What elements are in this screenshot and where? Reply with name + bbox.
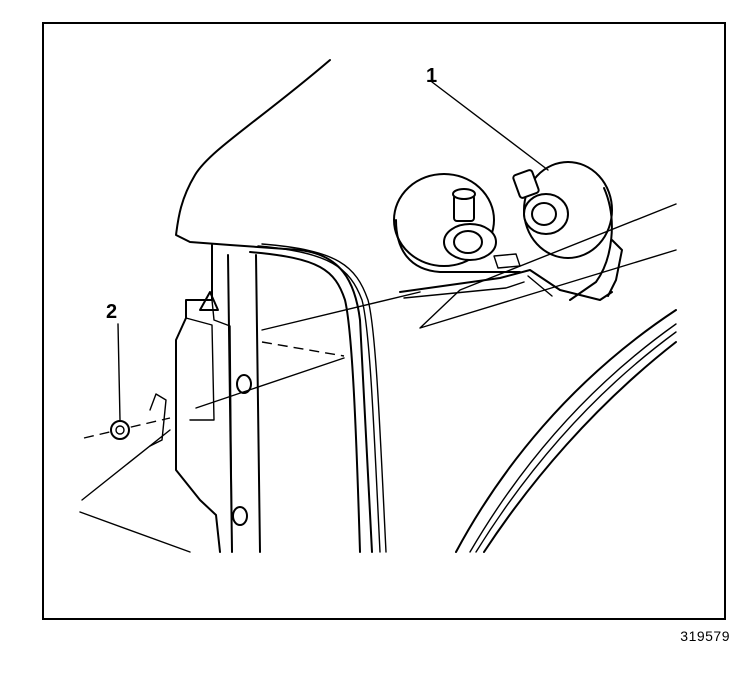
horn-pointer-upper <box>419 203 677 329</box>
bracket-triangle <box>199 291 219 311</box>
nut <box>110 420 130 440</box>
support-bracket <box>175 244 221 553</box>
wheel-arch-outer <box>455 309 677 553</box>
callout-nut: 2 <box>106 301 118 323</box>
wheel-arch-inner-1 <box>469 323 677 553</box>
alignment-dash-upper <box>261 341 345 357</box>
fender-inner-edge-1 <box>249 251 361 553</box>
bracket-hole-upper <box>236 374 252 394</box>
fender-inner-edge-2 <box>257 245 381 553</box>
figure-id: 319579 <box>680 628 730 644</box>
wheel-arch-inner-2 <box>475 331 677 553</box>
callout-horn: 1 <box>426 65 438 87</box>
alignment-dash-mid <box>195 357 345 409</box>
horn-mounting-illustration <box>79 59 677 553</box>
horn-assembly <box>393 161 623 301</box>
wheel-arch-inner-3 <box>483 341 677 553</box>
horn-pointer-lower <box>261 291 421 331</box>
diagram-frame <box>42 22 726 620</box>
bracket-face <box>185 317 215 421</box>
bracket-lower-lines <box>79 429 191 553</box>
leader-line-2 <box>117 323 121 421</box>
alignment-dash-lower <box>83 417 171 439</box>
fender-edge <box>175 59 373 553</box>
leader-line-1 <box>431 81 549 171</box>
fender-inner-edge-3 <box>261 243 387 553</box>
bracket-column <box>227 254 261 553</box>
bracket-hole-lower <box>232 506 248 526</box>
bracket-tab <box>149 393 167 447</box>
